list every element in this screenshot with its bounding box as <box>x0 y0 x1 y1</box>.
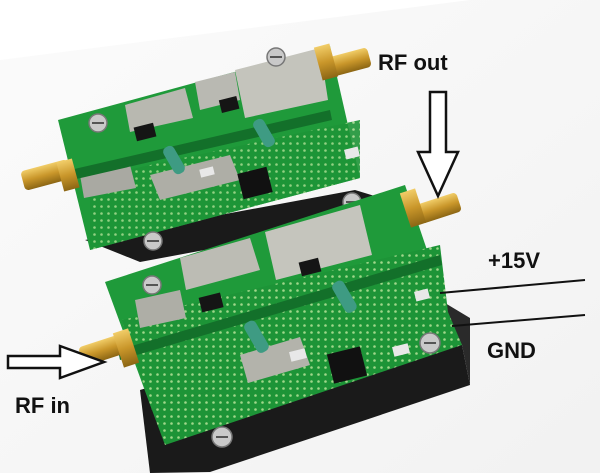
gnd-label: GND <box>487 338 536 363</box>
rf-in-label: RF in <box>15 393 70 418</box>
plus-15v-label: +15V <box>488 248 540 273</box>
rf-in-arrow <box>6 344 108 380</box>
lower-amplifier-board <box>79 185 470 473</box>
rf-out-arrow <box>416 90 460 200</box>
power-wire-line <box>439 279 586 294</box>
rf-out-label: RF out <box>378 50 448 75</box>
ground-wire-line <box>451 314 586 327</box>
